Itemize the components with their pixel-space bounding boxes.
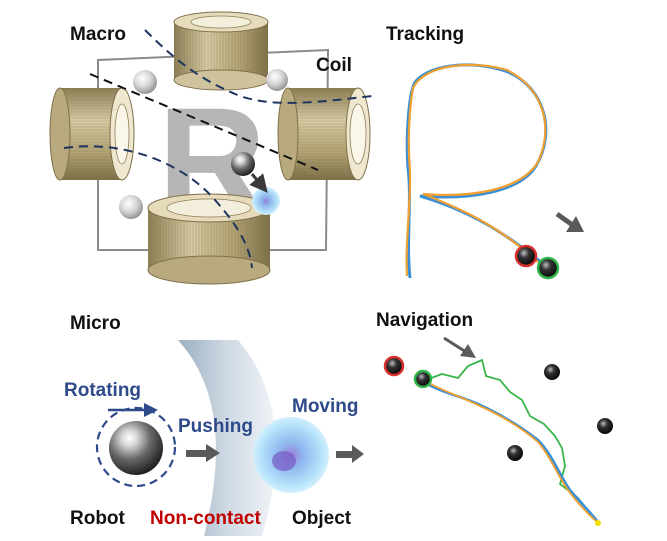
moving-arrowhead	[352, 445, 364, 463]
sphere-top-right	[266, 69, 288, 91]
label-robot: Robot	[70, 508, 126, 529]
navigation-panel: Navigation	[376, 310, 613, 526]
obstacle	[544, 364, 560, 380]
tracking-start-marker	[514, 244, 538, 268]
rotating-arrowhead	[144, 403, 158, 417]
label-tracking: Tracking	[386, 24, 464, 45]
sphere-top-left	[133, 70, 157, 94]
tracking-actual-path	[405, 63, 547, 277]
micro-panel: Micro Rotating Pushing Moving Robot Non-…	[64, 313, 364, 536]
rotation-ring	[95, 406, 177, 488]
label-navigation: Navigation	[376, 310, 473, 331]
tracking-robot-marker	[536, 256, 560, 280]
planned-path	[425, 358, 597, 521]
obstacle	[507, 445, 523, 461]
navigation-actual-path	[422, 379, 599, 524]
navigation-arrow	[443, 336, 467, 354]
coil-bottom	[147, 193, 271, 285]
navigation-start-marker	[383, 355, 405, 377]
label-micro: Micro	[70, 313, 121, 334]
axis-line	[89, 73, 319, 171]
moving-arrow-shaft	[336, 451, 354, 458]
object-nucleus	[272, 451, 296, 471]
navigation-arrowhead	[460, 344, 476, 358]
obstacle	[597, 418, 613, 434]
label-pushing: Pushing	[178, 416, 253, 437]
macro-object	[252, 187, 280, 215]
label-rotating: Rotating	[64, 380, 141, 401]
pushing-arrow-shaft	[186, 450, 208, 457]
non-contact-wall	[178, 340, 276, 536]
navigation-robot-marker	[413, 369, 433, 389]
coil-left	[49, 87, 135, 181]
macro-robot	[231, 152, 255, 176]
label-macro: Macro	[70, 24, 126, 45]
sphere-bottom-left	[119, 195, 143, 219]
pushing-arrowhead	[206, 444, 220, 462]
coil-right	[277, 87, 371, 181]
macro-push-arrow	[249, 173, 268, 193]
tracking-arrowhead	[566, 216, 584, 232]
micro-robot	[109, 421, 163, 475]
label-coil: Coil	[316, 55, 352, 76]
label-moving: Moving	[292, 396, 359, 417]
field-lines	[63, 29, 373, 269]
coil-top	[173, 11, 269, 91]
label-non-contact: Non-contact	[150, 508, 262, 529]
label-object: Object	[292, 508, 352, 529]
tracking-panel: Tracking	[386, 24, 584, 280]
macro-panel: R	[49, 11, 373, 285]
navigation-goal-marker	[595, 520, 601, 526]
